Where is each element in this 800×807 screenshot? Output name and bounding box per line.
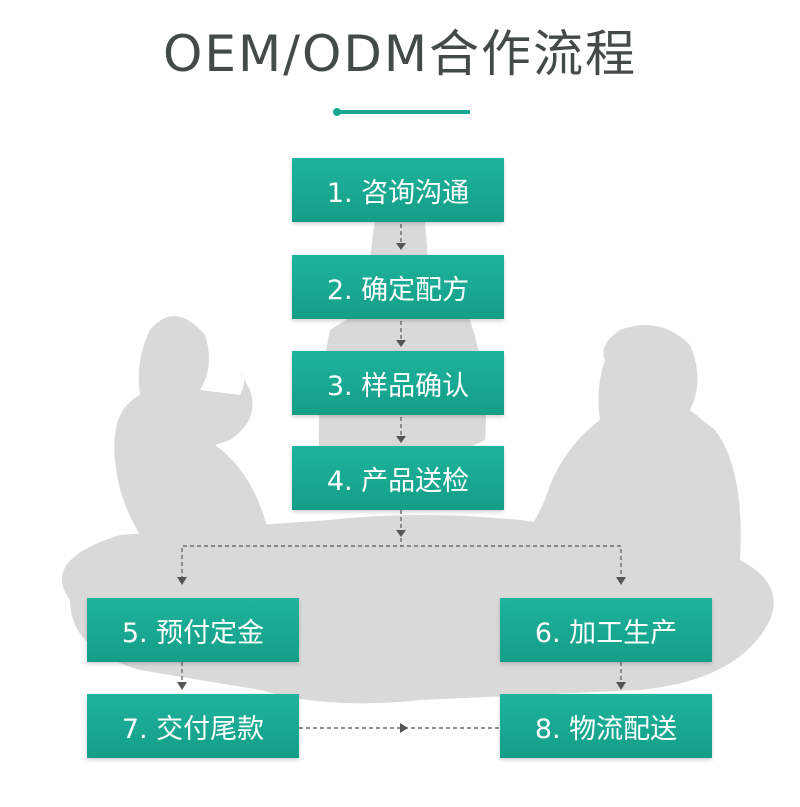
arrow-7-to-8 [400, 723, 408, 733]
step-3-sample: 3. 样品确认 [292, 351, 504, 415]
title-underline-dot [333, 108, 341, 116]
arrow-split-node [396, 530, 406, 537]
arrow-to-2 [396, 243, 406, 250]
arrow-to-6 [616, 577, 626, 585]
step-8-logistics: 8. 物流配送 [500, 694, 712, 758]
step-5-deposit: 5. 预付定金 [87, 598, 299, 662]
arrow-to-3 [396, 340, 406, 347]
left-person-shape [114, 316, 281, 575]
step-7-final-payment: 7. 交付尾款 [87, 694, 299, 758]
step-6-production: 6. 加工生产 [500, 598, 712, 662]
connector-split-horizontal [181, 545, 622, 580]
arrow-to-7 [177, 682, 187, 690]
arrow-to-4 [396, 436, 406, 443]
step-2-formula: 2. 确定配方 [292, 255, 504, 319]
arrow-to-8-vertical [616, 682, 626, 690]
title-underline [334, 110, 470, 114]
step-1-consult: 1. 咨询沟通 [292, 158, 504, 222]
step-4-inspection: 4. 产品送检 [292, 446, 504, 510]
right-person-shape [520, 325, 741, 600]
page-title: OEM/ODM合作流程 [163, 25, 637, 83]
arrow-to-5 [177, 577, 187, 585]
